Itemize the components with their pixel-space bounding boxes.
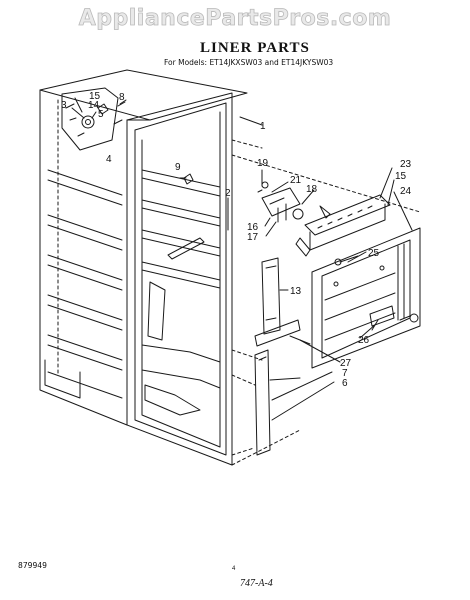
control-housing: [295, 194, 391, 257]
callout-14: 14: [88, 100, 100, 111]
callout-19: 19: [257, 158, 269, 169]
callout-24: 24: [400, 186, 412, 197]
watermark: AppliancePartsPros.com: [78, 6, 392, 32]
page-number: 4: [232, 566, 236, 572]
callout-26: 26: [358, 335, 370, 346]
callout-7: 7: [342, 368, 348, 379]
air-duct: [261, 257, 289, 335]
callout-2: 2: [225, 188, 231, 199]
callout-21: 21: [290, 175, 302, 186]
callout-13: 13: [290, 286, 302, 297]
callout-25: 25: [368, 248, 380, 259]
bracket-screw: [369, 305, 419, 331]
callout-3: 3: [61, 100, 67, 111]
callout-27: 27: [340, 358, 352, 369]
temperature-control: [257, 181, 331, 223]
callout-15-right: 15: [395, 171, 407, 182]
back-panel: [311, 227, 421, 369]
lower-panel: [254, 349, 301, 456]
callout-15-left: 15: [89, 91, 101, 102]
callout-17: 17: [247, 232, 259, 243]
callout-23: 23: [400, 159, 412, 170]
signature: 747-A-4: [240, 578, 273, 589]
right-leaders: [261, 167, 413, 421]
callout-8: 8: [119, 92, 125, 103]
model-subtitle: For Models: ET14JKXSW03 and ET14JKYSW03: [164, 58, 334, 67]
cabinet-liner: [39, 69, 248, 466]
document-number: 879949: [18, 561, 47, 570]
callout-18: 18: [306, 184, 318, 195]
callout-6: 6: [342, 378, 348, 389]
callout-4: 4: [106, 154, 112, 165]
callout-5: 5: [98, 109, 104, 120]
leader-lines: [71, 97, 421, 466]
callout-labels: 1 2 3 4 5 6 7 8 9 13 14 15 15 16 17 18 1…: [61, 91, 412, 389]
diagram-title: LINER PARTS: [200, 40, 310, 56]
callout-16: 16: [247, 222, 259, 233]
callout-1: 1: [260, 121, 266, 132]
callout-9: 9: [175, 162, 181, 173]
